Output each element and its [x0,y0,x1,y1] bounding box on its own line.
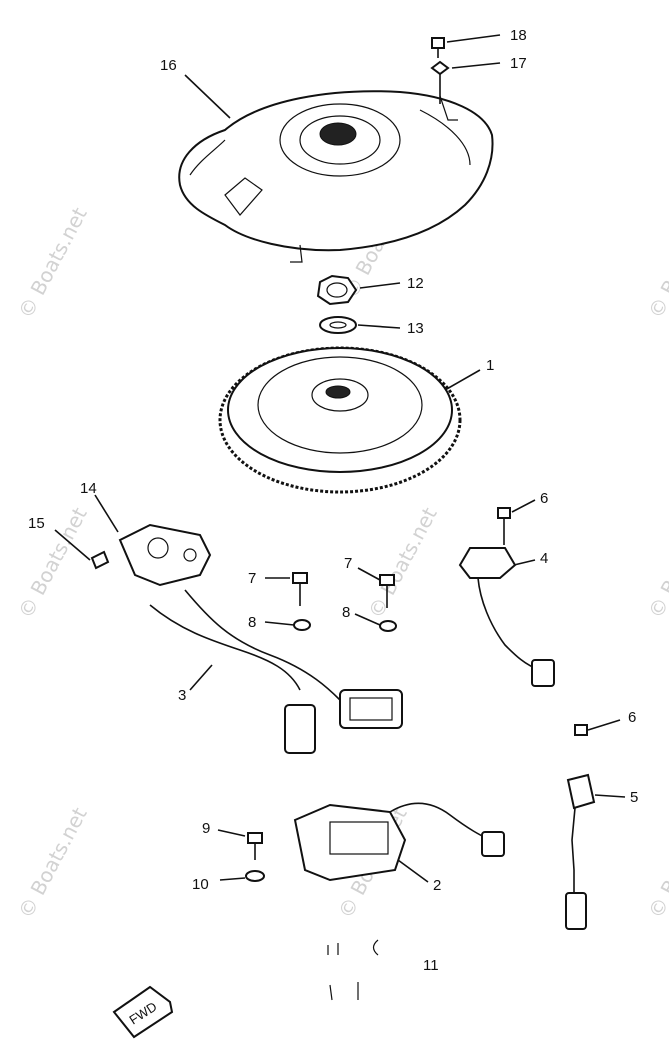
lighting-coil-lead [565,724,596,930]
callout-8: 8 [342,604,350,621]
callout-9: 9 [202,820,210,837]
cover-washer [430,60,450,104]
callout-labels: 18 17 16 12 13 1 14 15 6 4 7 7 8 8 3 6 5… [28,27,638,974]
callout-11: 11 [423,957,439,974]
cover-bolt [431,37,445,58]
callout-16: 16 [160,57,177,74]
flywheel [218,346,462,494]
callout-8: 8 [248,614,256,631]
callout-2: 2 [433,877,441,894]
callout-10: 10 [192,876,209,893]
callout-12: 12 [407,275,424,292]
flywheel-cover [178,90,494,263]
pulser-coil [458,507,555,687]
watermark: © Boats.net [13,503,92,622]
callout-4: 4 [540,550,548,567]
callout-7: 7 [248,570,256,587]
forward-arrow: FWD [112,985,174,1039]
callout-1: 1 [486,357,494,374]
callout-3: 3 [178,687,186,704]
flywheel-nut [316,274,358,306]
callout-5: 5 [630,789,638,806]
callout-6: 6 [628,709,636,726]
callout-14: 14 [80,480,97,497]
flywheel-washer [319,316,357,334]
ignition-coil [293,802,505,882]
coil-mount-screw [245,832,265,882]
watermark: © Boats.net [643,203,669,322]
watermark: © Boats.net [13,803,92,922]
watermark: © Boats.net [643,503,669,622]
watermark: © Boats.net [13,203,92,322]
callout-17: 17 [510,55,527,72]
callout-13: 13 [407,320,424,337]
callout-15: 15 [28,515,45,532]
watermark: © Boats.net [363,503,442,622]
charge-coil [149,589,403,754]
pulser-bracket [90,523,212,587]
callout-18: 18 [510,27,527,44]
part-11-marks [327,939,379,1001]
leader-lines [54,34,626,883]
coil-screws [292,572,397,632]
callout-6: 6 [540,490,548,507]
watermark: © Boats.net [643,803,669,922]
callout-7: 7 [344,555,352,572]
